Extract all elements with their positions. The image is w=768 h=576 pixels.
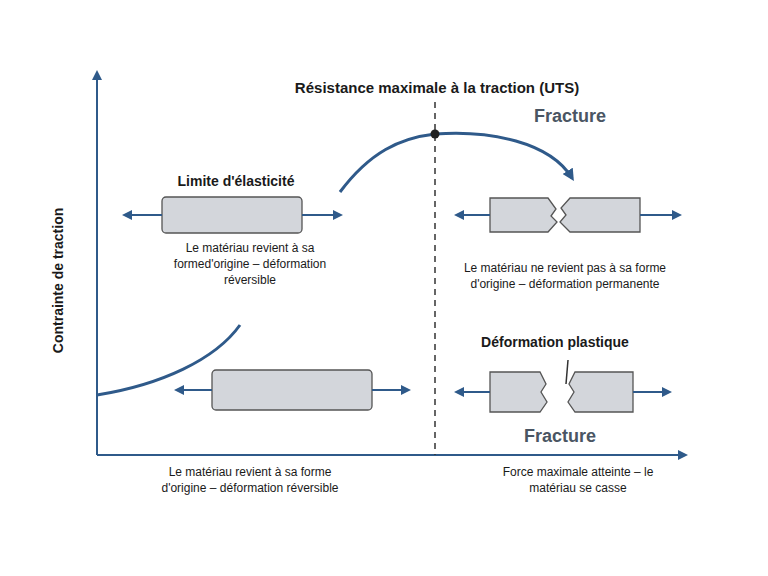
axes (97, 72, 686, 455)
axis-note: Le matériau revient à sa forme d'origine… (155, 464, 345, 496)
specimens (162, 197, 640, 412)
plastic-label: Déformation plastique (455, 333, 655, 352)
yield-label: Limite d'élasticité (136, 172, 336, 191)
force-arrows (124, 215, 680, 392)
leader-line (566, 360, 568, 384)
plastic-curve (340, 133, 572, 192)
uts-point (431, 130, 440, 139)
axis-note: Force maximale atteinte – le matériau se… (478, 464, 678, 496)
note-text: Le matériau ne revient pas à sa forme d'… (460, 260, 670, 292)
fracture-label: Fracture (500, 424, 620, 448)
note-text: Le matériau revient à sa formed'origine … (155, 240, 345, 289)
chart-title: Résistance maximale à la traction (UTS) (257, 78, 617, 98)
uts-dashed-line (434, 102, 436, 455)
fracture-label: Fracture (520, 104, 620, 128)
axis-label: Contrainte de traction (49, 170, 68, 390)
